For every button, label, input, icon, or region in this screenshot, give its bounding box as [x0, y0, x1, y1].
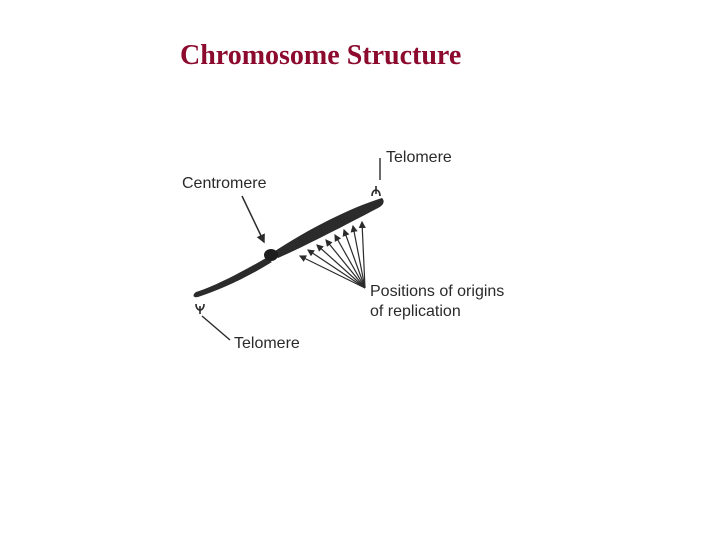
label-origins-line1: Positions of origins [370, 283, 504, 300]
label-telomere-bottom: Telomere [234, 335, 300, 352]
origin-arrow [358, 220, 366, 289]
origin-arrow [334, 233, 366, 289]
label-telomere-top: Telomere [386, 149, 452, 166]
centromere-arrow [241, 195, 265, 244]
label-centromere: Centromere [182, 175, 267, 192]
label-origins-line2: of replication [370, 303, 461, 320]
chromosome-diagram: Telomere Centromere Positions of origins… [160, 128, 550, 368]
chromatid-lower-arm [193, 258, 272, 298]
origin-arrow [342, 228, 366, 289]
origin-arrow [316, 244, 366, 289]
chromatid-upper-arm [272, 198, 384, 258]
origin-arrow [350, 224, 366, 289]
centromere-knob [264, 249, 278, 261]
origin-arrows [298, 220, 366, 289]
slide-title: Chromosome Structure [180, 40, 462, 71]
origin-arrow [298, 255, 366, 289]
telomere-top-cap [371, 186, 381, 197]
chromosome-svg: Telomere Centromere Positions of origins… [182, 149, 504, 352]
telomere-bottom-cap [195, 303, 205, 314]
origin-arrow [325, 239, 366, 289]
origin-arrow [307, 249, 366, 289]
leader-telomere-bottom [201, 315, 231, 341]
